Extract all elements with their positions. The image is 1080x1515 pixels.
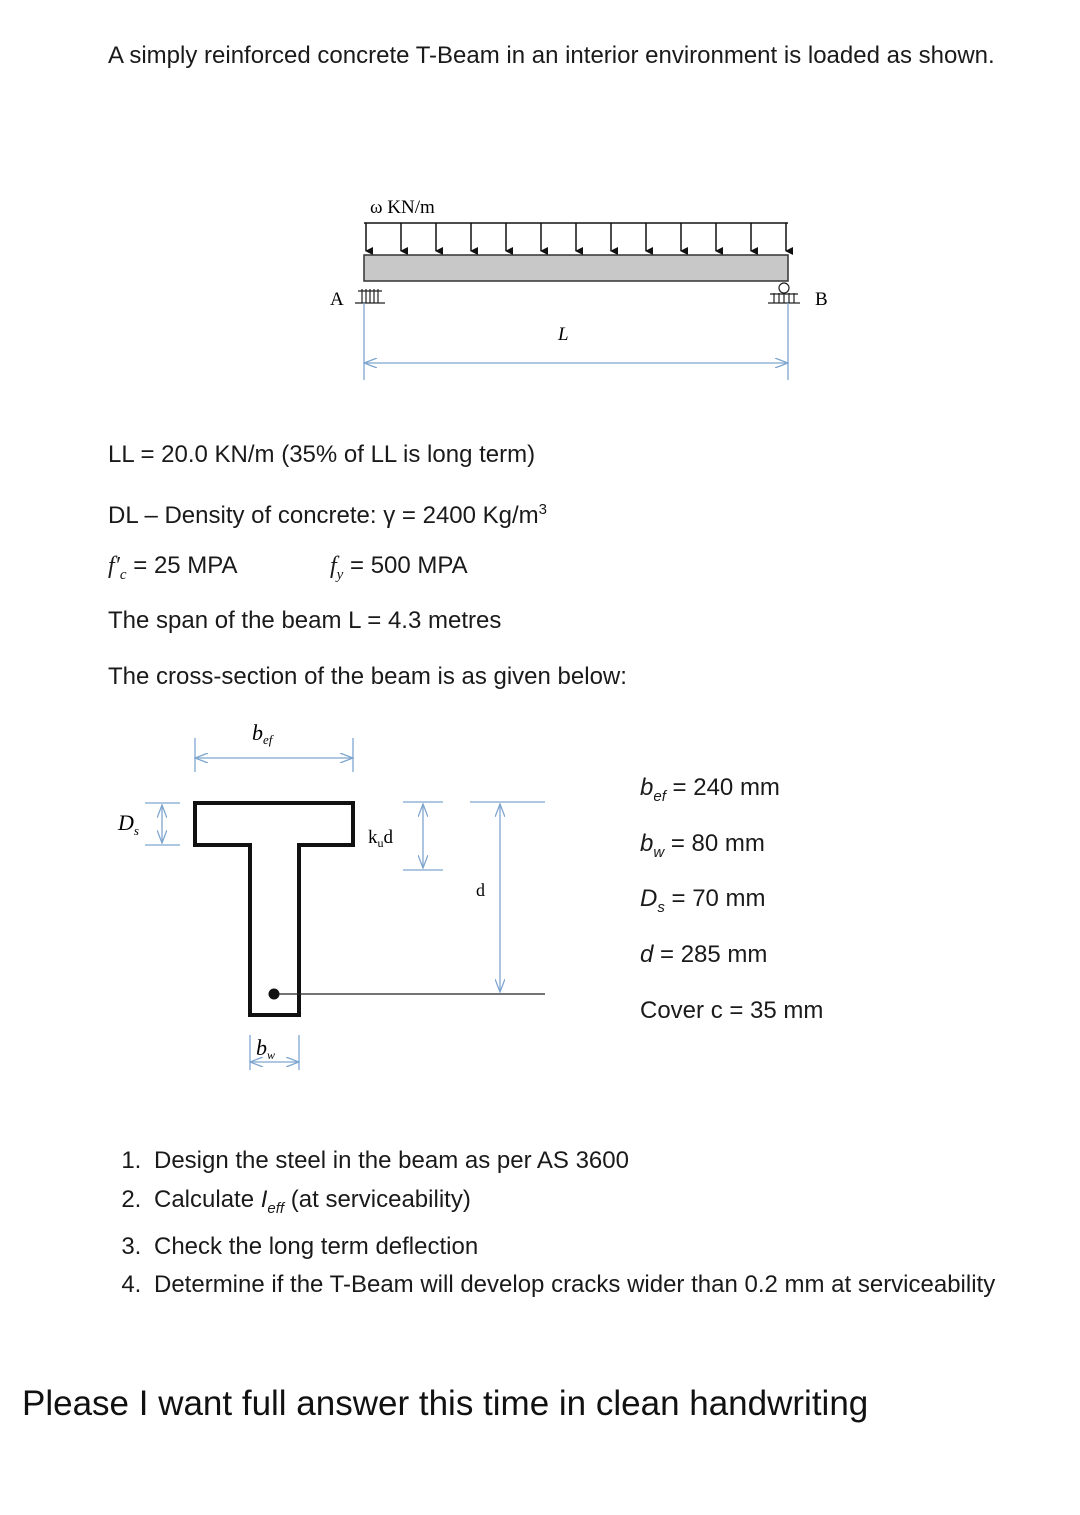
roller-support-b: [768, 282, 800, 304]
support-b-label: B: [815, 289, 828, 310]
dead-load-text: DL – Density of concrete: γ = 2400 Kg/m3: [108, 495, 547, 531]
beam-loading-diagram: ω KN/m A B L: [330, 197, 828, 380]
cross-section-diagram: bef Ds kud d bw: [117, 720, 545, 1070]
fc-value: = 25 MPA: [126, 552, 238, 579]
bw-label: bw: [256, 1035, 275, 1062]
fy-text: fy = 500 MPA: [330, 551, 468, 590]
property-cover: Cover c = 35 mm: [640, 997, 824, 1024]
section-intro-text: The cross-section of the beam is as give…: [108, 663, 627, 690]
distributed-load-arrows: [365, 223, 793, 255]
span-text: The span of the beam L = 4.3 metres: [108, 607, 502, 634]
property-bw: bw = 80 mm: [640, 830, 765, 861]
t-beam-outline: [193, 801, 355, 1017]
fc-text: f′c = 25 MPA: [108, 551, 238, 590]
pin-support-a: [355, 289, 385, 304]
task-4: Determine if the T-Beam will develop cra…: [148, 1266, 1008, 1305]
load-label: ω KN/m: [370, 197, 435, 218]
fy-value: = 500 MPA: [343, 552, 468, 579]
request-text: Please I want full answer this time in c…: [22, 1384, 869, 1423]
support-a-label: A: [330, 289, 344, 310]
fy-symbol: f: [330, 553, 337, 579]
kud-label: kud: [368, 827, 394, 850]
problem-intro: A simply reinforced concrete T-Beam in a…: [108, 42, 995, 69]
live-load-text: LL = 20.0 KN/m (35% of LL is long term): [108, 441, 536, 468]
dead-load-exponent: 3: [538, 501, 548, 518]
task-list: Design the steel in the beam as per AS 3…: [108, 1142, 1008, 1305]
beam-body: [363, 254, 789, 282]
property-bef: bef = 240 mm: [640, 774, 780, 805]
task-3: Check the long term deflection: [148, 1228, 1008, 1267]
tension-reinforcement-bar: [268, 988, 280, 1000]
dead-load-label: DL – Density of concrete: γ = 2400 Kg/m: [108, 502, 539, 529]
fc-symbol: f′: [108, 553, 120, 579]
fy-subscript: y: [336, 566, 344, 583]
fc-subscript: c: [119, 566, 127, 583]
property-ds: Ds = 70 mm: [640, 885, 766, 916]
task-1: Design the steel in the beam as per AS 3…: [148, 1142, 1008, 1181]
span-label: L: [557, 324, 569, 345]
bef-label: bef: [252, 720, 275, 747]
property-d: d = 285 mm: [640, 941, 768, 968]
task-2: Calculate Ieff (at serviceability): [148, 1181, 1008, 1228]
ds-label: Ds: [117, 810, 139, 838]
d-label: d: [476, 880, 485, 900]
